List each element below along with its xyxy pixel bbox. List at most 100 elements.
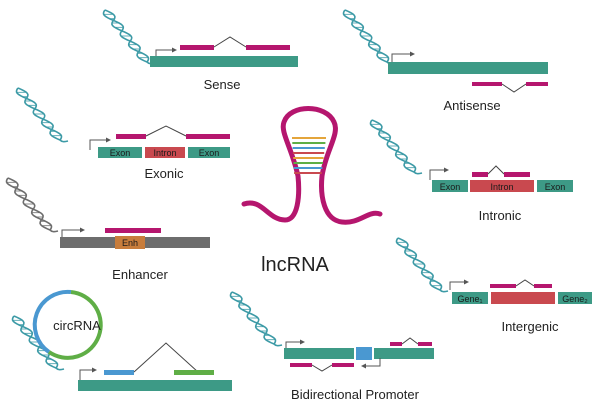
- exon-2-label: Exon: [199, 148, 220, 158]
- backsplice-line: [133, 342, 199, 373]
- splice-line: [515, 279, 535, 287]
- dna-helix-intergenic: [395, 237, 449, 293]
- diagram-title: lncRNA: [261, 254, 329, 276]
- promoter-arrow-head: [300, 339, 305, 345]
- exon-1-label: Exon: [110, 148, 131, 158]
- reverse-arrow: [366, 358, 381, 367]
- circrna-ring-blue: [32, 289, 72, 354]
- gene-bar: [78, 380, 232, 391]
- promoter-arrow: [429, 169, 444, 180]
- lncrna-exon-2: [534, 284, 552, 288]
- panel-sense: Sense: [150, 36, 298, 92]
- circrna-exon-green: [174, 370, 214, 375]
- gene-bar-left: [284, 348, 354, 359]
- gene-2-label: Gene₂: [562, 294, 588, 304]
- lncrna-exon-2: [186, 134, 230, 139]
- dna-helix-sense: [102, 9, 156, 65]
- exon-1-block: [98, 147, 142, 158]
- helix-tail: [49, 229, 59, 233]
- central-lncrna: lncRNA: [241, 106, 383, 276]
- intron-label: Intron: [490, 182, 513, 192]
- lncrna-exon-1: [290, 363, 312, 367]
- gene-bar-right: [374, 348, 434, 359]
- promoter-arrow-head: [106, 137, 111, 143]
- lncrna-exon-1: [472, 82, 502, 86]
- label-bidirectional: Bidirectional Promoter: [291, 387, 420, 402]
- promoter-arrow-head: [410, 51, 415, 57]
- panel-intronic: Exon Intron Exon Intronic: [429, 165, 573, 223]
- promoter-arrow-head: [80, 227, 85, 233]
- promoter-arrow: [61, 229, 80, 238]
- helix-tail: [439, 289, 449, 293]
- promoter-arrow-head: [444, 167, 449, 173]
- lncrna-transcript: [105, 228, 161, 233]
- dna-helix-bidirectional: [229, 291, 283, 347]
- intron-label: Intron: [153, 148, 176, 158]
- gene-exon-2: [418, 342, 432, 346]
- gene-exon-1: [390, 342, 402, 346]
- promoter-arrow-head: [464, 279, 469, 285]
- gene-2-block: [558, 292, 592, 304]
- enhancer-label: Enh: [122, 238, 138, 248]
- lncrna-exon-2: [246, 45, 290, 50]
- helix-tail: [413, 171, 423, 175]
- panel-antisense: Antisense: [388, 51, 548, 113]
- helix-tail: [273, 343, 283, 347]
- label-intergenic: Intergenic: [501, 319, 559, 334]
- promoter-arrow: [79, 369, 92, 382]
- panel-circrna: circRNA: [32, 289, 232, 391]
- circrna-label: circRNA: [53, 318, 101, 333]
- promoter-arrow: [449, 281, 464, 290]
- exon-2-label: Exon: [545, 182, 566, 192]
- label-sense: Sense: [204, 77, 241, 92]
- gene-bar: [388, 62, 548, 74]
- intron-block: [145, 147, 185, 158]
- promoter-arrow: [391, 53, 410, 62]
- gene-1-block: [452, 292, 488, 304]
- dna-helix-exonic: [15, 87, 69, 143]
- label-exonic: Exonic: [144, 166, 184, 181]
- splice-line: [501, 83, 527, 93]
- promoter-block: [356, 347, 372, 360]
- promoter-arrow-head: [172, 47, 177, 53]
- label-antisense: Antisense: [443, 98, 500, 113]
- dna-helix-antisense: [342, 9, 396, 65]
- exon-2-block: [188, 147, 230, 158]
- lncrna-exon-2: [332, 363, 354, 367]
- panel-bidirectional: Bidirectional Promoter: [284, 337, 434, 402]
- exon-2-block: [537, 180, 573, 192]
- lncrna-exon-2: [526, 82, 548, 86]
- panel-enhancer: Enh Enhancer: [60, 227, 210, 282]
- panel-exonic: Exon Intron Exon Exonic: [89, 125, 230, 181]
- label-enhancer: Enhancer: [112, 267, 168, 282]
- lncrna-hairpin: [241, 106, 383, 225]
- splice-line: [213, 36, 247, 48]
- lncrna-exon-1: [472, 172, 488, 177]
- splice-line: [311, 364, 333, 372]
- intergenic-region: [491, 292, 555, 304]
- lncrna-exon-1: [116, 134, 146, 139]
- splice-line: [487, 165, 505, 175]
- dna-helix-intronic: [369, 119, 423, 175]
- gene-1-label: Gene₁: [457, 294, 482, 304]
- dna-helix-enhancer: [5, 177, 59, 233]
- lncrna-exon-1: [180, 45, 214, 50]
- exon-1-block: [432, 180, 468, 192]
- circrna-exon-blue: [104, 370, 134, 375]
- label-intronic: Intronic: [479, 208, 522, 223]
- lncrna-exon-2: [504, 172, 530, 177]
- promoter-arrow: [285, 341, 300, 350]
- promoter-arrow: [89, 139, 106, 150]
- gene-splice-line: [401, 337, 419, 345]
- exon-1-label: Exon: [440, 182, 461, 192]
- lncrna-exon-1: [490, 284, 516, 288]
- helix-tail: [55, 367, 65, 371]
- reverse-arrow-head: [361, 363, 366, 369]
- panel-intergenic: Gene₁ Gene₂ Intergenic: [449, 279, 592, 334]
- enhancer-block: [115, 236, 145, 249]
- circrna-ring-green: [47, 290, 103, 360]
- intron-block: [470, 180, 534, 192]
- helix-tail: [59, 139, 69, 143]
